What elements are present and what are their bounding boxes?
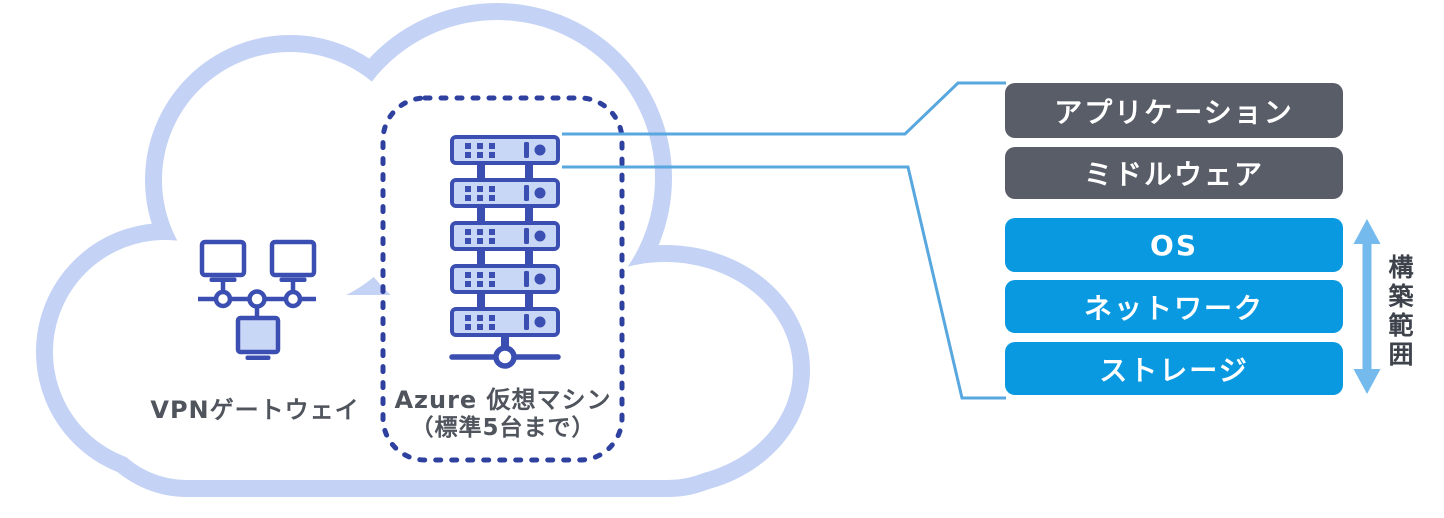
- connector-line-bottom: [562, 165, 1006, 400]
- stack-layer-3: OS: [1005, 218, 1343, 272]
- vpn-gateway-icon: [198, 239, 317, 360]
- azure-vm-sublabel: （標準5台まで）: [410, 415, 596, 441]
- layer-stack: アプリケーションミドルウェア OS ネットワークストレージ: [1005, 83, 1343, 395]
- server-unit-icon: [450, 221, 560, 251]
- server-stack-icon: [449, 135, 561, 369]
- vpn-gateway-label: VPNゲートウェイ: [150, 396, 360, 424]
- stack-layer-2: ミドルウェア: [1005, 147, 1343, 199]
- connector-line-top: [562, 81, 1006, 136]
- server-unit-icon: [450, 307, 560, 337]
- azure-vm-label: Azure 仮想マシン: [394, 386, 612, 414]
- gateway-device-icon: [235, 315, 281, 355]
- stack-layer-5: ストレージ: [1005, 342, 1343, 395]
- server-unit-icon: [450, 264, 560, 294]
- network-node-icon: [493, 345, 517, 369]
- network-node-icon: [283, 289, 303, 309]
- scope-arrow: [1353, 219, 1381, 394]
- stack-layer-1: アプリケーション: [1005, 83, 1343, 138]
- stack-layer-4: ネットワーク: [1005, 280, 1343, 333]
- monitor-icon: [199, 239, 247, 278]
- azure-vm-dashed-border: [380, 95, 625, 463]
- server-unit-icon: [450, 135, 560, 165]
- network-node-icon: [247, 289, 267, 309]
- monitor-icon: [269, 239, 317, 278]
- server-unit-icon: [450, 178, 560, 208]
- network-node-icon: [213, 289, 233, 309]
- build-scope-label: 構築範囲: [1385, 254, 1414, 370]
